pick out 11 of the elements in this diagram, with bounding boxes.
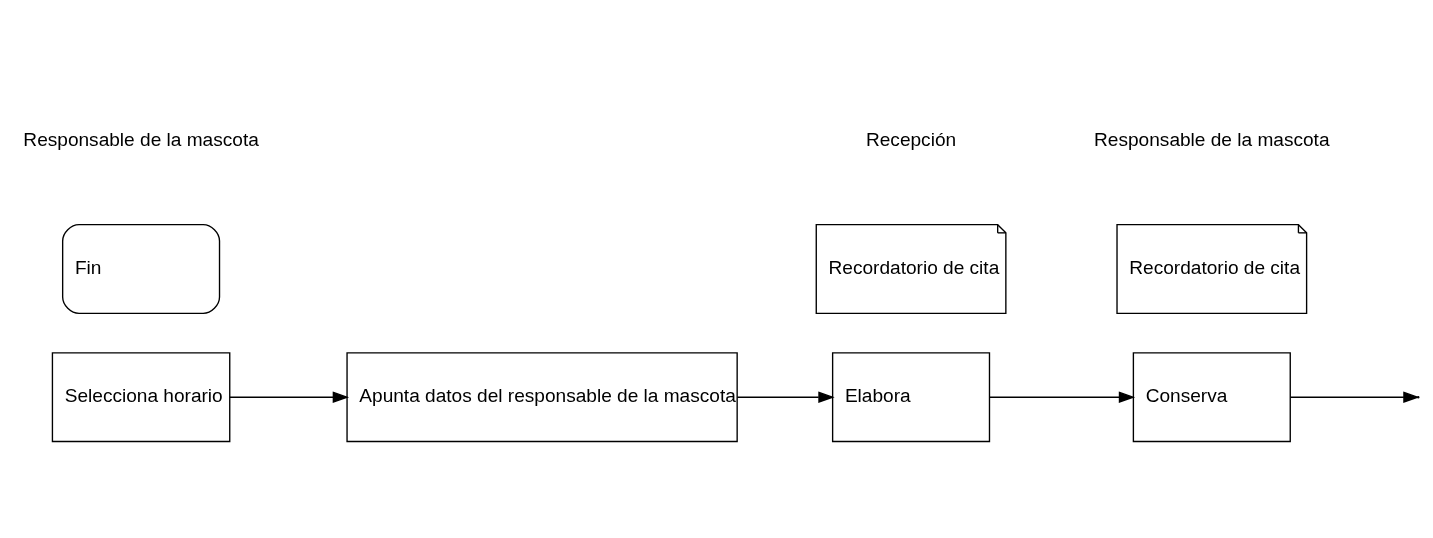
arrow: [736, 391, 835, 403]
node-box: Selecciona horario: [51, 352, 231, 443]
node-box: Elabora: [831, 352, 991, 443]
arrow: [229, 391, 350, 403]
arrow: [988, 391, 1136, 403]
node-box: Fin: [62, 224, 221, 314]
node-box: Conserva: [1132, 352, 1291, 443]
label: Recepción: [865, 128, 957, 150]
node-box: Apunta datos del responsable de la mascota: [346, 352, 738, 443]
label: Responsable de la mascota: [23, 128, 259, 150]
label: Responsable de la mascota: [1094, 128, 1330, 150]
